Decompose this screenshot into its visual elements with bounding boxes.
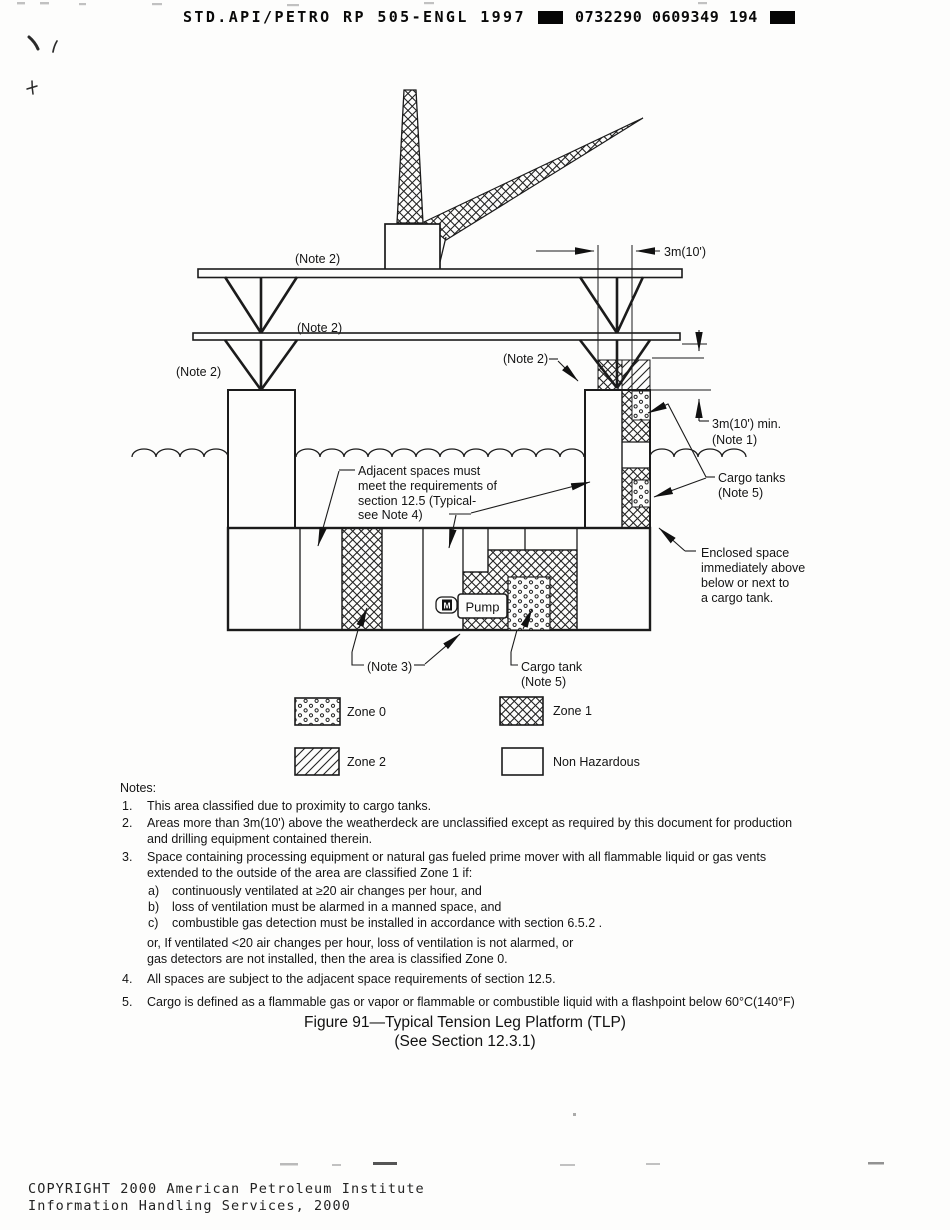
- note2-label-left-column: (Note 2): [176, 365, 221, 379]
- note-subitem-number: a): [148, 884, 160, 898]
- copyright-line: Information Handling Services, 2000: [28, 1198, 351, 1214]
- document-number: 0732290 0609349 194: [574, 8, 758, 26]
- legend-zone0-swatch: [295, 698, 340, 725]
- dim-3m-min-note: (Note 1): [712, 433, 757, 447]
- note-subitem-number: c): [148, 916, 159, 930]
- note2-label-right-column: (Note 2): [503, 352, 548, 366]
- note-subitem-number: b): [148, 900, 160, 914]
- barcode-block-icon: [769, 10, 795, 24]
- top-deck: [197, 268, 683, 279]
- legend-nonhazardous-swatch: [501, 747, 544, 776]
- note-text: Space containing processing equipment or…: [147, 850, 767, 864]
- pump-unit: M Pump: [435, 593, 508, 619]
- note2-label-lower-deck: (Note 2): [297, 321, 342, 335]
- note-subitem-text: loss of ventilation must be alarmed in a…: [172, 900, 502, 914]
- hull-cargo-tank: [508, 577, 550, 630]
- barcode-block-icon: [537, 10, 563, 24]
- copyright-line: COPYRIGHT 2000 American Petroleum Instit…: [28, 1181, 425, 1197]
- cargo-tank-lower: [632, 480, 650, 507]
- note-number: 5.: [122, 995, 133, 1009]
- figure-caption-section: (See Section 12.3.1): [394, 1033, 536, 1050]
- legend: Zone 0 Zone 1 Zone 2 Non Hazardous: [294, 696, 640, 776]
- leader-lines: [317, 247, 715, 666]
- legend-zone0-label: Zone 0: [347, 705, 386, 719]
- cargo-tank-upper: [632, 391, 650, 420]
- scan-bottom-marks: [280, 1113, 884, 1166]
- note-text: and drilling equipment contained therein…: [147, 832, 373, 846]
- note-number: 4.: [122, 972, 133, 986]
- adjacent-spaces-label: section 12.5 (Typical-: [358, 494, 476, 508]
- adjacent-spaces-label: meet the requirements of: [358, 479, 497, 493]
- legend-zone1-swatch: [499, 696, 544, 726]
- note-number: 3.: [122, 850, 133, 864]
- standard-id: STD.API/PETRO RP 505-ENGL 1997: [183, 8, 526, 26]
- motor-label: M: [443, 601, 450, 611]
- cargo-tank-label: Cargo tank: [521, 660, 583, 674]
- pump-label: Pump: [466, 600, 500, 615]
- note-text: extended to the outside of the area are …: [147, 866, 473, 880]
- hull: M Pump: [226, 526, 652, 632]
- dim-3m-label: 3m(10'): [664, 245, 706, 259]
- scan-pen-marks: [26, 35, 58, 95]
- water-line: [131, 448, 747, 458]
- note3-label: (Note 3): [367, 660, 412, 674]
- deck-braces: [223, 276, 652, 391]
- adjacent-spaces-label: see Note 4): [358, 508, 423, 522]
- notes-heading: Notes:: [120, 781, 157, 795]
- lower-deck: [192, 332, 681, 341]
- flare-boom: [422, 117, 644, 241]
- scan-edge-dashes: [17, 2, 707, 7]
- note-number: 1.: [122, 799, 133, 813]
- note-text: Cargo is defined as a flammable gas or v…: [147, 995, 795, 1009]
- note-text: All spaces are subject to the adjacent s…: [147, 972, 556, 986]
- right-column: [584, 389, 651, 529]
- left-column: [227, 389, 296, 529]
- cargo-tanks-note: (Note 5): [718, 486, 763, 500]
- figure-caption: Figure 91—Typical Tension Leg Platform (…: [304, 1014, 626, 1031]
- note-number: 2.: [122, 816, 133, 830]
- legend-zone2-label: Zone 2: [347, 755, 386, 769]
- note-text: gas detectors are not installed, then th…: [147, 952, 508, 966]
- drilling-derrick: [384, 89, 644, 271]
- dim-3m-min-label: 3m(10') min.: [712, 417, 781, 431]
- note-text: This area classified due to proximity to…: [147, 799, 432, 813]
- note-subitem-text: combustible gas detection must be instal…: [172, 916, 603, 930]
- enclosed-space-label: Enclosed space: [701, 546, 789, 560]
- legend-zone2-swatch: [294, 747, 340, 776]
- adjacent-spaces-label: Adjacent spaces must: [358, 464, 481, 478]
- zone1-compartment: [341, 527, 383, 631]
- note-subitem-text: continuously ventilated at ≥20 air chang…: [172, 884, 482, 898]
- legend-zone1-label: Zone 1: [553, 704, 592, 718]
- note-text: or, If ventilated <20 air changes per ho…: [147, 936, 574, 950]
- diagram-labels: (Note 2) (Note 2) (Note 2) (Note 2) 3m(1…: [176, 245, 805, 689]
- document-header: STD.API/PETRO RP 505-ENGL 1997 0732290 0…: [183, 6, 795, 28]
- enclosed-space-label: below or next to: [701, 576, 789, 590]
- note-text: Areas more than 3m(10') above the weathe…: [147, 816, 793, 830]
- legend-nonhazardous-label: Non Hazardous: [553, 755, 640, 769]
- enclosed-space-label: immediately above: [701, 561, 805, 575]
- cargo-tanks-label: Cargo tanks: [718, 471, 785, 485]
- enclosed-space-label: a cargo tank.: [701, 591, 773, 605]
- cargo-tank-note: (Note 5): [521, 675, 566, 689]
- note2-label-top-deck: (Note 2): [295, 252, 340, 266]
